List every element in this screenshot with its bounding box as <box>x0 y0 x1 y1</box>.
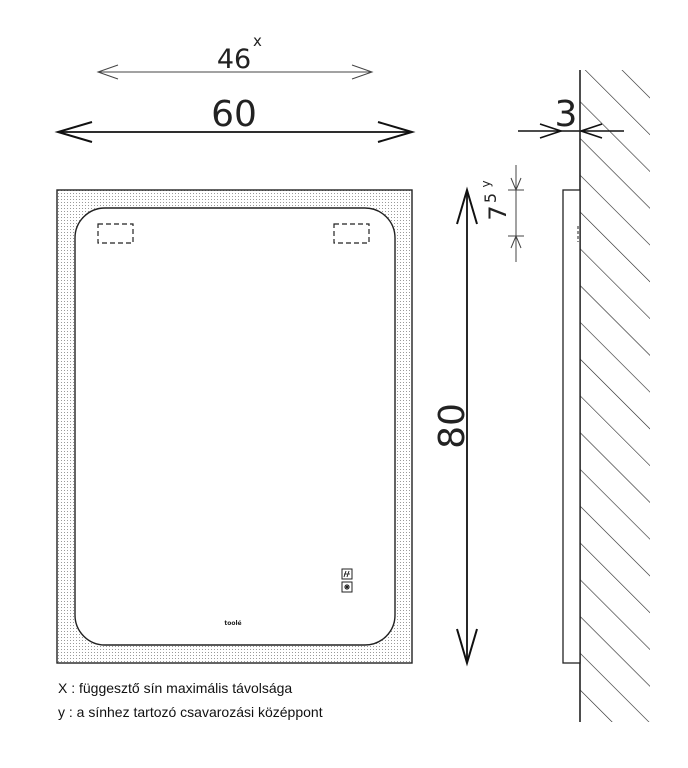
screw-offset-mark: y <box>479 180 493 187</box>
dimmer-icon <box>341 568 353 580</box>
wall-section <box>579 70 650 722</box>
legend-y-note: y : a sínhez tartozó csavarozási középpo… <box>58 704 323 720</box>
dimension-rail-distance: 46 x <box>96 32 374 80</box>
mirror-front-view: toolé <box>56 189 413 664</box>
depth-label: 3 <box>555 94 578 135</box>
defog-icon <box>341 581 353 593</box>
touch-buttons <box>341 568 353 593</box>
screw-offset-label: 7 <box>484 205 512 220</box>
hanger-left <box>97 223 134 244</box>
legend-x-note: X : függesztő sín maximális távolsága <box>58 680 293 696</box>
mirror-side-view <box>562 189 581 664</box>
screw-offset-sup: 5 <box>481 193 500 203</box>
dimension-height: 80 <box>432 186 478 667</box>
dimension-width: 60 <box>54 94 416 143</box>
dimension-screw-offset: 7 5 y <box>479 165 524 262</box>
dimension-depth: 3 <box>518 94 624 139</box>
rail-distance-label: 46 <box>217 44 251 75</box>
height-label: 80 <box>432 403 473 449</box>
mirror-glass <box>74 207 396 646</box>
hanger-right <box>333 223 370 244</box>
brand-logo: toolé <box>224 620 241 627</box>
rail-distance-sup: x <box>253 32 262 50</box>
width-label: 60 <box>211 94 257 135</box>
